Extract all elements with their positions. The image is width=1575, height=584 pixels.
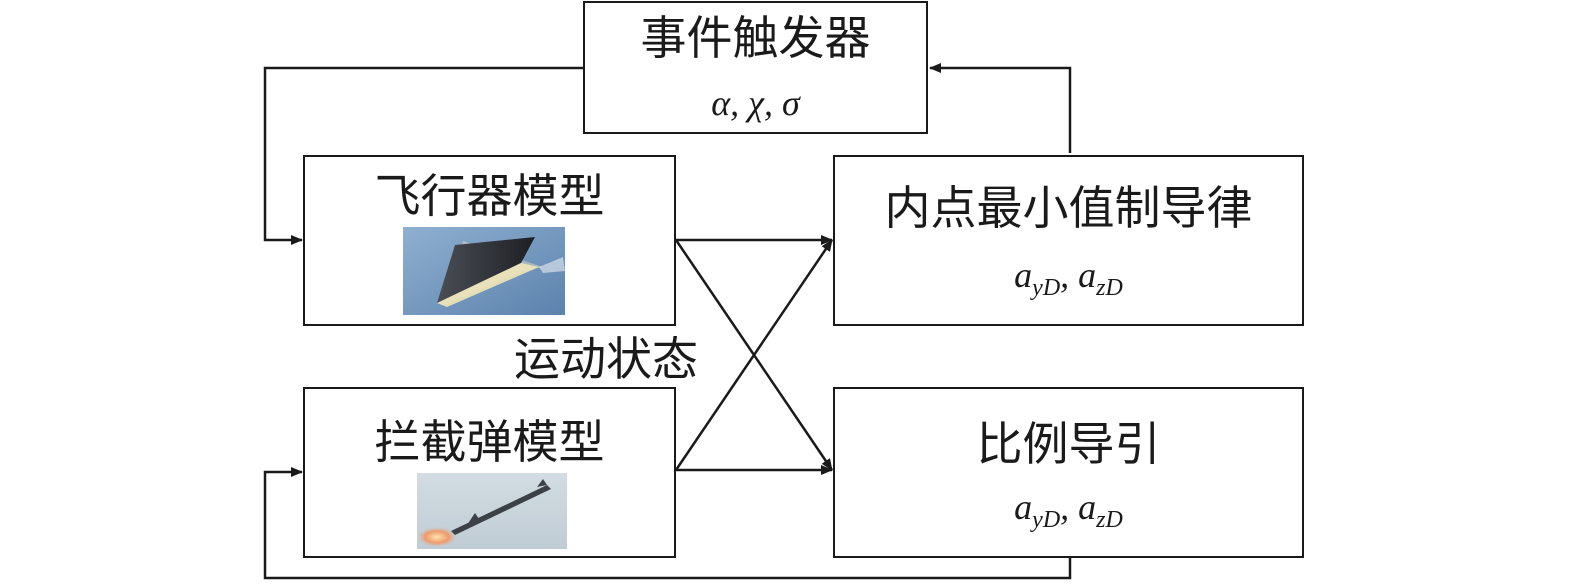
pn-output-s1: yD (1032, 507, 1061, 533)
ipm-output-a1: a (1014, 255, 1033, 295)
ipm-output-s1: yD (1032, 275, 1061, 301)
event-trigger-box: 事件触发器 α, χ, σ (583, 1, 928, 134)
ipm-output-s2: zD (1096, 275, 1123, 301)
pn-output-a2: a (1078, 487, 1097, 527)
event-trigger-params: α, χ, σ (711, 83, 800, 123)
missile-launch-image (417, 473, 567, 549)
interceptor-model-box: 拦截弹模型 (303, 387, 676, 558)
interior-point-guidance-box: 内点最小值制导律 ayD, azD (833, 155, 1304, 326)
hypersonic-vehicle-image (403, 227, 565, 315)
aircraft-model-box: 飞行器模型 (303, 155, 676, 326)
aircraft-model-title: 飞行器模型 (374, 169, 605, 223)
motion-state-label: 运动状态 (514, 332, 698, 386)
interceptor-to-ipm-line (674, 239, 834, 471)
ipm-output-sep: , (1060, 255, 1079, 295)
pn-output-sep: , (1060, 487, 1079, 527)
interior-point-guidance-outputs: ayD, azD (835, 257, 1302, 300)
pn-output-a1: a (1014, 487, 1033, 527)
guidance-to-trigger-line (929, 63, 1072, 153)
ipm-output-a2: a (1078, 255, 1097, 295)
proportional-navigation-box: 比例导引 ayD, azD (833, 387, 1304, 558)
interceptor-model-title: 拦截弹模型 (374, 415, 605, 469)
proportional-navigation-outputs: ayD, azD (835, 489, 1302, 532)
event-trigger-title: 事件触发器 (640, 11, 871, 65)
pn-output-s2: zD (1096, 507, 1123, 533)
interior-point-guidance-title: 内点最小值制导律 (884, 181, 1253, 235)
proportional-navigation-title: 比例导引 (976, 417, 1161, 471)
trigger-to-aircraft-line (263, 66, 583, 245)
pn-to-interceptor-line (263, 467, 1072, 580)
